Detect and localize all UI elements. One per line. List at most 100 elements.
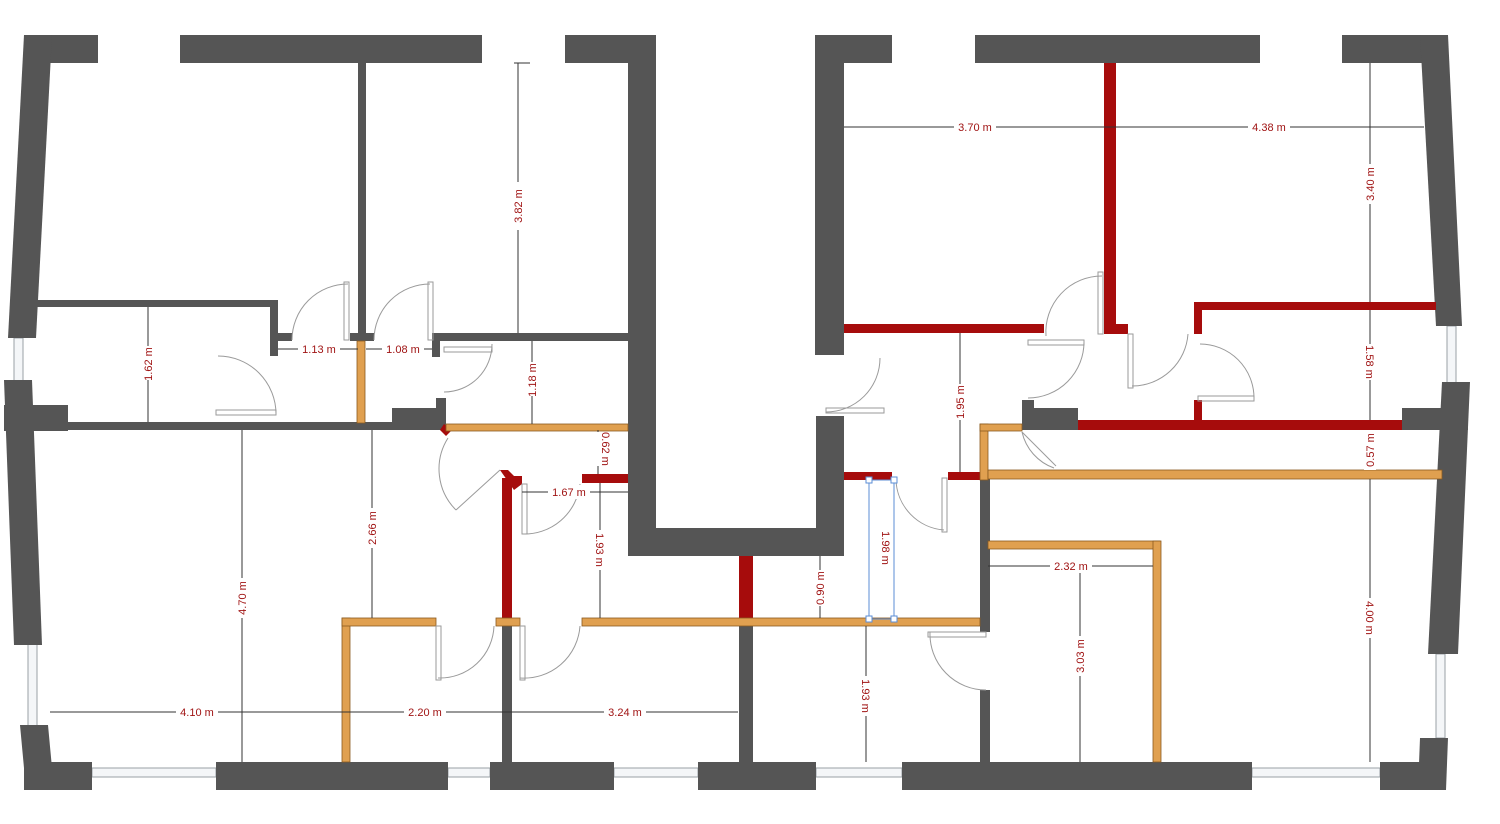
window-bottom-5[interactable] xyxy=(1251,767,1381,778)
red-wall-lower-right[interactable] xyxy=(1078,420,1402,430)
wall-right-stub[interactable] xyxy=(1402,408,1468,430)
selection-handle-bl[interactable] xyxy=(865,615,873,623)
window-right-lower[interactable] xyxy=(1435,653,1446,739)
window-left-upper[interactable] xyxy=(13,337,24,383)
door-5[interactable] xyxy=(438,437,501,511)
wall-left-upper[interactable] xyxy=(8,35,52,338)
selection-handle-tr[interactable] xyxy=(890,476,898,484)
new-wall-horizontal-mid[interactable] xyxy=(581,617,981,627)
wall-interior-vertical-4[interactable] xyxy=(739,618,753,762)
window-bottom-4[interactable] xyxy=(815,767,903,778)
new-wall-corridor-long[interactable] xyxy=(987,469,1443,480)
red-wall-vertical-top[interactable] xyxy=(1104,63,1116,333)
wall-bottom-5[interactable] xyxy=(902,762,1252,790)
new-wall-vertical-small[interactable] xyxy=(356,340,366,424)
window-bottom-2[interactable] xyxy=(447,767,491,778)
red-wall-vertical-left[interactable] xyxy=(502,478,512,618)
wall-bottom-3[interactable] xyxy=(490,762,614,790)
door-4[interactable] xyxy=(443,343,493,393)
red-wall-mid-right[interactable] xyxy=(844,472,892,480)
dim-label-1-58: 1.58 m xyxy=(1363,345,1375,379)
dim-label-1-08: 1.08 m xyxy=(386,344,420,356)
new-wall-corridor-top[interactable] xyxy=(979,423,1023,432)
door-7[interactable] xyxy=(435,625,495,681)
dimension-labels: 1.62 m 1.13 m 1.08 m 3.82 m 1.18 m 0.62 … xyxy=(142,120,1377,719)
red-wall-upper-left[interactable] xyxy=(844,324,1044,333)
door-14[interactable] xyxy=(1127,333,1189,389)
selection-handle-br[interactable] xyxy=(890,615,898,623)
wall-interior-horizontal-3[interactable] xyxy=(36,422,444,430)
door-8[interactable] xyxy=(519,625,581,681)
dim-label-3-70: 3.70 m xyxy=(958,122,992,134)
window-bottom-1[interactable] xyxy=(91,767,217,778)
wall-interior-vertical-3[interactable] xyxy=(502,618,512,762)
door-3[interactable] xyxy=(215,355,277,416)
wall-right-middle[interactable] xyxy=(1428,382,1470,654)
wall-right-upper[interactable] xyxy=(1420,35,1462,326)
selected-wall[interactable] xyxy=(865,476,898,623)
wall-core-bottom[interactable] xyxy=(628,528,844,556)
wall-interior-horizontal-2[interactable] xyxy=(432,333,628,341)
new-wall-stub-door[interactable] xyxy=(495,617,521,627)
window-left-lower[interactable] xyxy=(27,641,38,727)
red-wall-mid-left[interactable] xyxy=(582,474,628,483)
door-11[interactable] xyxy=(927,631,987,691)
red-wall-lower-right-jamb[interactable] xyxy=(1194,400,1202,430)
red-wall-stub-left[interactable] xyxy=(508,476,522,484)
wall-bottom-4[interactable] xyxy=(698,762,816,790)
wall-top-5[interactable] xyxy=(975,35,1260,63)
wall-interior-vertical-2[interactable] xyxy=(270,300,278,356)
window-right-upper[interactable] xyxy=(1446,325,1457,385)
wall-interior-vertical-5[interactable] xyxy=(980,478,990,632)
door-15[interactable] xyxy=(1197,343,1255,402)
wall-left-bottom[interactable] xyxy=(20,725,52,768)
wall-core-right-upper[interactable] xyxy=(815,35,844,355)
wall-interior-vertical-1[interactable] xyxy=(358,63,366,341)
wall-bottom-1[interactable] xyxy=(24,762,92,790)
red-wall-upper-right-jamb[interactable] xyxy=(1194,302,1202,334)
door-10[interactable] xyxy=(895,477,948,533)
door-9[interactable] xyxy=(825,357,885,414)
dim-label-2-20: 2.20 m xyxy=(408,707,442,719)
dimension-lines xyxy=(50,62,1424,762)
new-wall-corridor-vertical[interactable] xyxy=(979,423,989,481)
new-wall-room-right[interactable] xyxy=(1152,540,1162,763)
wall-interior-stub-1[interactable] xyxy=(436,398,446,430)
dim-label-1-98: 1.98 m xyxy=(879,531,891,565)
red-wall-upper-right[interactable] xyxy=(1194,302,1436,310)
door-12[interactable] xyxy=(1045,271,1104,337)
new-wall-horizontal-upper[interactable] xyxy=(445,423,629,432)
wall-door-jamb-1[interactable] xyxy=(278,333,292,341)
new-wall-room-top[interactable] xyxy=(987,540,1161,550)
dim-label-1-95: 1.95 m xyxy=(955,385,967,419)
new-wall-l-horizontal[interactable] xyxy=(341,617,437,627)
door-2[interactable] xyxy=(373,281,434,341)
selected-wall-body[interactable] xyxy=(868,479,895,620)
wall-interior-block-2[interactable] xyxy=(1022,408,1078,430)
wall-left-middle[interactable] xyxy=(4,380,42,645)
wall-interior-horizontal-1[interactable] xyxy=(36,300,278,307)
wall-bottom-2[interactable] xyxy=(216,762,448,790)
wall-core-right-lower[interactable] xyxy=(816,416,844,556)
door-1[interactable] xyxy=(291,281,350,341)
wall-door-jamb-3[interactable] xyxy=(432,333,440,357)
wall-door-jamb-2[interactable] xyxy=(350,333,374,341)
window-bottom-3[interactable] xyxy=(613,767,699,778)
wall-top-2[interactable] xyxy=(180,35,482,63)
red-wall-mid-right-2[interactable] xyxy=(948,472,988,480)
wall-core-left[interactable] xyxy=(628,35,656,556)
door-13[interactable] xyxy=(1027,339,1085,399)
red-wall-stub-top[interactable] xyxy=(1104,324,1128,334)
wall-bottom-6[interactable] xyxy=(1380,762,1446,790)
dim-label-3-82: 3.82 m xyxy=(513,189,525,223)
door-16[interactable] xyxy=(1021,431,1057,469)
new-wall-l-vertical[interactable] xyxy=(341,617,351,763)
dim-label-4-70: 4.70 m xyxy=(237,581,249,615)
wall-interior-stub-2[interactable] xyxy=(1022,400,1034,430)
wall-interior-block-1[interactable] xyxy=(392,408,444,430)
selection-handle-tl[interactable] xyxy=(865,476,873,484)
wall-interior-vertical-6[interactable] xyxy=(980,690,990,762)
dim-label-4-00: 4.00 m xyxy=(1363,601,1375,635)
red-wall-core-drop[interactable] xyxy=(739,556,753,618)
